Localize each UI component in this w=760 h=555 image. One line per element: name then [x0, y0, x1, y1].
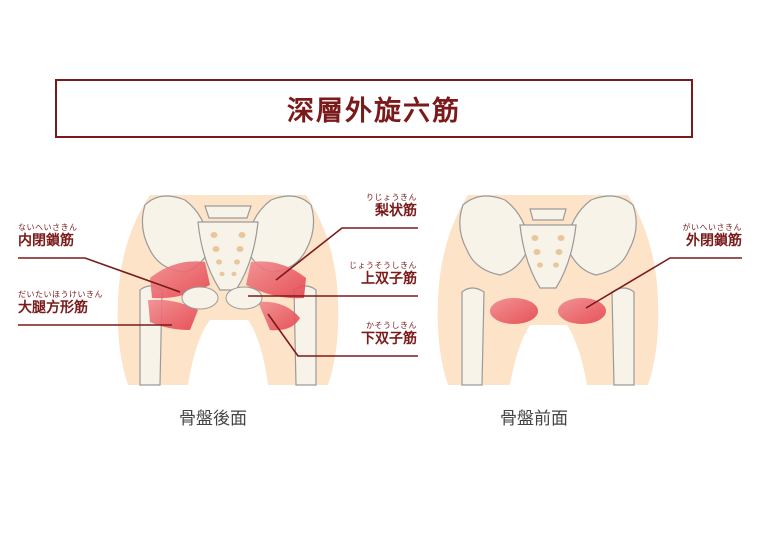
- obturator-left: [181, 286, 219, 310]
- furigana: ないへいさきん: [18, 223, 78, 232]
- page-title: 深層外旋六筋: [287, 96, 461, 127]
- anterior-right-femur: [611, 287, 635, 386]
- anterior-pelvis: [437, 195, 659, 386]
- anterior-left-femur: [461, 287, 485, 386]
- anterior-leader-lines: [585, 257, 742, 309]
- furigana: かそうしきん: [366, 321, 417, 330]
- furigana: だいたいほうけいきん: [18, 290, 103, 299]
- leader-obturator-internus: [18, 257, 181, 293]
- muscle-name: 外閉鎖筋: [686, 233, 742, 249]
- quadratus-left: [148, 299, 198, 330]
- anterior-vertebra: [529, 208, 567, 221]
- muscle-name: 大腿方形筋: [18, 300, 88, 316]
- label-piriformis: りじょうきん 梨状筋: [366, 193, 417, 220]
- muscle-name: 下双子筋: [361, 331, 417, 347]
- furigana: じょうそうしきん: [349, 261, 417, 270]
- leader-gemellus-inferior: [267, 313, 418, 357]
- label-quadratus-femoris: だいたいほうけいきん 大腿方形筋: [18, 290, 103, 317]
- furigana: りじょうきん: [366, 193, 417, 202]
- anterior-right-ilium: [565, 195, 637, 276]
- muscle-name: 上双子筋: [361, 271, 417, 287]
- label-obturator-externus: がいへいさきん 外閉鎖筋: [683, 223, 743, 250]
- obturator-right: [225, 286, 263, 310]
- label-gemellus-superior: じょうそうしきん 上双子筋: [349, 261, 417, 288]
- right-femur: [293, 285, 317, 386]
- caption-anterior: 骨盤前面: [500, 409, 568, 429]
- gemellus-inferior-right: [258, 301, 300, 331]
- furigana: がいへいさきん: [682, 223, 742, 232]
- anterior-left-ilium: [459, 195, 531, 276]
- muscle-name: 梨状筋: [375, 203, 417, 219]
- obturator-externus-right: [558, 298, 606, 324]
- posterior-pelvis: [117, 195, 339, 386]
- label-obturator-internus: ないへいさきん 内閉鎖筋: [18, 223, 78, 250]
- lumbar-vertebra: [204, 205, 252, 219]
- leader-piriformis: [275, 227, 418, 281]
- caption-posterior: 骨盤後面: [179, 409, 247, 429]
- label-gemellus-inferior: かそうしきん 下双子筋: [361, 321, 417, 348]
- posterior-leader-lines: [18, 227, 418, 357]
- muscle-name: 内閉鎖筋: [18, 233, 74, 249]
- title-box: 深層外旋六筋: [55, 79, 693, 138]
- obturator-externus-left: [490, 298, 538, 324]
- leader-obturator-externus: [585, 257, 742, 309]
